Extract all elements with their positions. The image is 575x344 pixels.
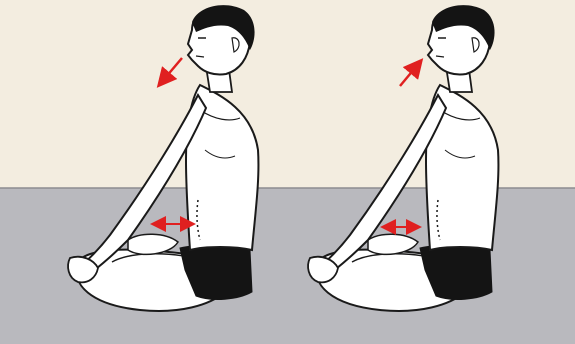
breathing-illustration [0, 0, 575, 344]
